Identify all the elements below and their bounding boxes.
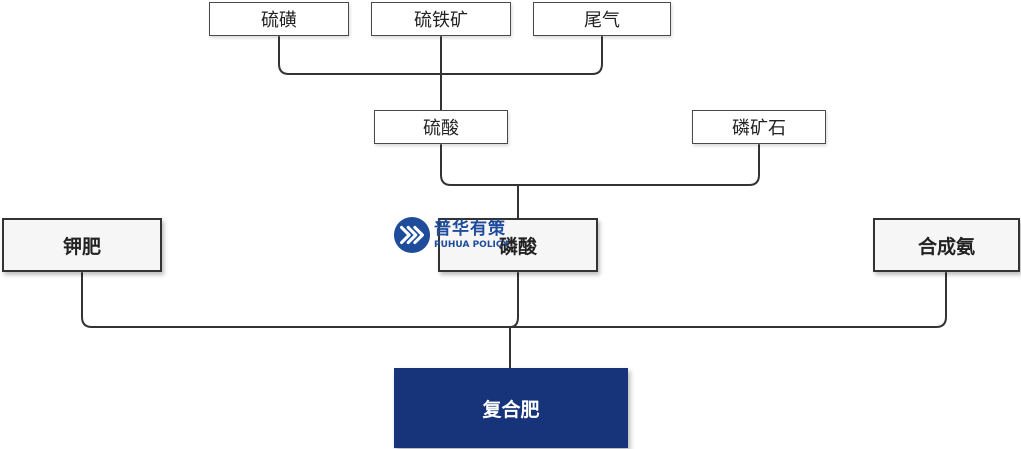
connector-tailgas xyxy=(440,36,603,75)
node-phosphoric-acid: 磷酸 xyxy=(438,218,598,272)
connector-potash xyxy=(81,272,511,328)
node-sulfur: 硫磺 xyxy=(209,2,349,36)
connector-sulfuric xyxy=(440,144,519,186)
node-phosphate-rock: 磷矿石 xyxy=(692,110,826,144)
node-compound-fertilizer: 复合肥 xyxy=(394,368,628,448)
connector-sulfur xyxy=(278,36,442,75)
node-potash: 钾肥 xyxy=(2,218,162,272)
node-sulfuric-acid: 硫酸 xyxy=(374,110,508,144)
node-synthetic-ammonia: 合成氨 xyxy=(873,218,1020,272)
connector-ammonia xyxy=(509,272,947,328)
node-tail-gas: 尾气 xyxy=(533,2,671,36)
connector-phosrock xyxy=(517,144,760,186)
connector-phosacid xyxy=(509,272,519,328)
node-pyrite: 硫铁矿 xyxy=(371,2,511,36)
